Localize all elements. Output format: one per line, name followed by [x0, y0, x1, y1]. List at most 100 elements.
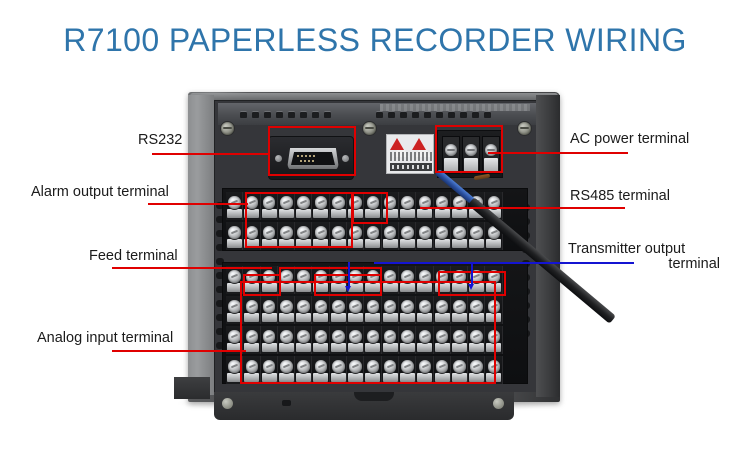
terminal-screw[interactable] [381, 266, 399, 294]
terminal-screw[interactable] [347, 192, 365, 220]
terminal-screw[interactable] [295, 356, 313, 384]
ac-terminal-screw-3[interactable] [482, 136, 500, 174]
terminal-screw[interactable] [277, 296, 296, 324]
terminal-row[interactable] [226, 296, 503, 324]
terminal-screw[interactable] [485, 296, 503, 324]
terminal-screw[interactable] [243, 296, 261, 324]
terminal-screw[interactable] [226, 192, 244, 220]
terminal-screw[interactable] [433, 222, 451, 250]
terminal-screw[interactable] [329, 356, 348, 384]
terminal-screw[interactable] [260, 266, 278, 294]
terminal-row[interactable] [226, 222, 503, 250]
terminal-screw[interactable] [364, 356, 382, 384]
terminal-screw[interactable] [398, 266, 417, 294]
terminal-screw[interactable] [364, 222, 382, 250]
terminal-row[interactable] [226, 356, 503, 384]
terminal-screw[interactable] [381, 356, 399, 384]
terminal-screw[interactable] [277, 326, 296, 354]
terminal-screw[interactable] [260, 326, 278, 354]
terminal-screw[interactable] [468, 266, 486, 294]
terminal-screw[interactable] [277, 266, 296, 294]
terminal-screw[interactable] [226, 326, 244, 354]
terminal-screw[interactable] [398, 326, 417, 354]
terminal-screw[interactable] [450, 356, 469, 384]
terminal-screw[interactable] [416, 356, 434, 384]
terminal-screw[interactable] [450, 266, 469, 294]
terminal-screw[interactable] [243, 326, 261, 354]
rs232-db9-connector[interactable] [268, 136, 354, 180]
terminal-screw[interactable] [450, 222, 469, 250]
terminal-screw[interactable] [226, 356, 244, 384]
terminal-row[interactable] [226, 326, 503, 354]
terminal-screw[interactable] [468, 296, 486, 324]
terminal-screw[interactable] [398, 296, 417, 324]
terminal-screw[interactable] [329, 266, 348, 294]
terminal-screw[interactable] [433, 192, 451, 220]
terminal-screw[interactable] [347, 326, 365, 354]
terminal-screw[interactable] [433, 326, 451, 354]
terminal-screw[interactable] [433, 296, 451, 324]
terminal-screw[interactable] [312, 326, 330, 354]
terminal-screw[interactable] [433, 266, 451, 294]
terminal-screw[interactable] [416, 222, 434, 250]
terminal-screw[interactable] [277, 222, 296, 250]
terminal-screw[interactable] [364, 296, 382, 324]
terminal-screw[interactable] [260, 356, 278, 384]
terminal-screw[interactable] [347, 266, 365, 294]
terminal-screw[interactable] [226, 266, 244, 294]
terminal-screw[interactable] [398, 356, 417, 384]
terminal-screw[interactable] [450, 296, 469, 324]
terminal-screw[interactable] [485, 356, 503, 384]
upper-terminal-block[interactable] [222, 188, 528, 251]
terminal-screw[interactable] [260, 222, 278, 250]
ac-terminal-screw-2[interactable] [462, 136, 480, 174]
terminal-screw[interactable] [243, 192, 261, 220]
lower-terminal-block[interactable] [222, 262, 528, 384]
terminal-screw[interactable] [329, 222, 348, 250]
terminal-screw[interactable] [226, 222, 244, 250]
terminal-screw[interactable] [277, 192, 296, 220]
terminal-screw[interactable] [243, 266, 261, 294]
terminal-screw[interactable] [468, 326, 486, 354]
terminal-screw[interactable] [312, 266, 330, 294]
terminal-screw[interactable] [381, 192, 399, 220]
terminal-screw[interactable] [468, 222, 486, 250]
terminal-screw[interactable] [347, 356, 365, 384]
terminal-screw[interactable] [329, 326, 348, 354]
terminal-screw[interactable] [243, 356, 261, 384]
terminal-screw[interactable] [485, 326, 503, 354]
terminal-screw[interactable] [398, 192, 417, 220]
terminal-screw[interactable] [485, 266, 503, 294]
terminal-screw[interactable] [398, 222, 417, 250]
terminal-screw[interactable] [295, 192, 313, 220]
terminal-screw[interactable] [295, 222, 313, 250]
terminal-screw[interactable] [312, 222, 330, 250]
terminal-screw[interactable] [416, 296, 434, 324]
terminal-screw[interactable] [243, 222, 261, 250]
terminal-screw[interactable] [381, 326, 399, 354]
terminal-screw[interactable] [364, 326, 382, 354]
terminal-screw[interactable] [416, 192, 434, 220]
terminal-screw[interactable] [312, 356, 330, 384]
terminal-screw[interactable] [347, 222, 365, 250]
terminal-screw[interactable] [277, 356, 296, 384]
terminal-screw[interactable] [329, 192, 348, 220]
terminal-screw[interactable] [312, 192, 330, 220]
terminal-screw[interactable] [381, 296, 399, 324]
terminal-screw[interactable] [260, 192, 278, 220]
terminal-screw[interactable] [416, 326, 434, 354]
terminal-screw[interactable] [260, 296, 278, 324]
terminal-screw[interactable] [468, 356, 486, 384]
terminal-screw[interactable] [433, 356, 451, 384]
terminal-screw[interactable] [381, 222, 399, 250]
terminal-screw[interactable] [364, 192, 382, 220]
terminal-screw[interactable] [450, 326, 469, 354]
terminal-screw[interactable] [295, 296, 313, 324]
terminal-screw[interactable] [347, 296, 365, 324]
terminal-screw[interactable] [329, 296, 348, 324]
terminal-screw[interactable] [226, 296, 244, 324]
terminal-screw[interactable] [416, 266, 434, 294]
terminal-screw[interactable] [295, 266, 313, 294]
terminal-screw[interactable] [295, 326, 313, 354]
ac-terminal-screw-1[interactable] [442, 136, 460, 174]
